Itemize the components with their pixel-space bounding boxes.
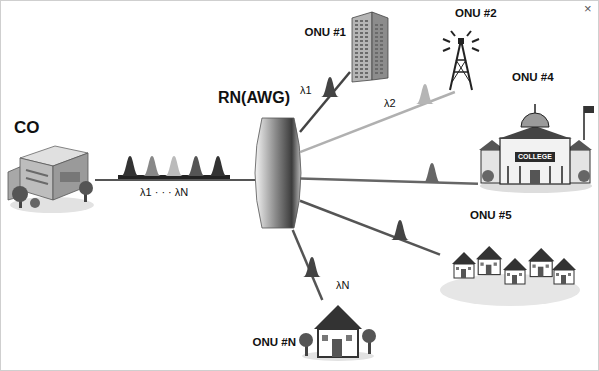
antenna-tower-icon-part <box>454 71 468 73</box>
houses-icon-part <box>452 252 476 278</box>
office-tower-icon-part <box>372 12 388 80</box>
node-label: ONU #4 <box>512 71 554 84</box>
house-icon <box>299 305 376 361</box>
college-icon <box>479 104 594 193</box>
houses-icon-part <box>476 246 502 275</box>
antenna-tower-icon-part <box>458 38 464 44</box>
fiber-link <box>300 178 478 183</box>
fiber-link <box>95 179 255 181</box>
antenna-tower-icon-part <box>456 59 466 61</box>
antenna-tower-icon-part <box>472 48 479 51</box>
antenna-tower-icon-part <box>467 31 471 36</box>
node-label: ONU #5 <box>470 209 512 222</box>
onu-site: ONU #5 <box>440 235 580 305</box>
central-office: CO <box>5 140 95 215</box>
fiber-link <box>300 72 350 132</box>
antenna-tower-icon-part <box>443 48 450 51</box>
wavelength-pulses-part <box>165 156 183 176</box>
college-icon-part <box>482 170 494 182</box>
central-office-icon-part <box>60 172 80 182</box>
college-icon-part <box>507 166 509 184</box>
central-office-icon <box>8 146 94 213</box>
onu-site: ONU #2 <box>440 32 482 92</box>
college-icon-part <box>568 150 590 183</box>
antenna-tower-icon-part <box>472 39 479 42</box>
office-tower-icon <box>352 12 388 82</box>
wavelength-pulses-part <box>416 84 434 104</box>
college-icon-part <box>584 106 594 113</box>
wavelength-pulses-part <box>391 220 409 240</box>
close-mark: × <box>584 2 592 17</box>
onu-site: ONU #1 <box>350 10 390 82</box>
houses-icon-part <box>503 258 527 284</box>
antenna-tower-icon <box>443 31 479 90</box>
antenna-tower-icon-part <box>443 39 450 42</box>
college-icon-part <box>534 104 536 113</box>
node-label: RN(AWG) <box>218 89 290 107</box>
college-icon-part <box>521 113 549 127</box>
central-office-icon-part <box>30 198 40 208</box>
node-label: ONU #1 <box>304 26 346 39</box>
node-label: ONU #2 <box>455 7 497 20</box>
office-tower-icon-part <box>375 22 385 76</box>
college-icon-part <box>498 126 572 139</box>
house-icon-part <box>314 305 362 357</box>
college-icon-part <box>519 166 521 184</box>
wavelength-pulses-part <box>143 156 161 176</box>
wavelength-label: λN <box>336 279 349 292</box>
node-label: ONU #N <box>253 336 296 349</box>
fiber-link <box>293 230 323 300</box>
wavelength-pulses-part <box>121 156 139 176</box>
college-icon-part <box>500 138 570 184</box>
college-icon-part <box>561 166 563 184</box>
onu-site: ONU #N <box>300 300 375 360</box>
wavelength-label: λ2 <box>384 97 396 110</box>
wavelength-pulses-part <box>321 77 339 97</box>
node-label: CO <box>14 118 40 138</box>
remote-node: RN(AWG) <box>255 115 300 230</box>
house-icon-part <box>299 333 313 347</box>
central-office-icon-part <box>26 170 48 176</box>
college-icon-part <box>530 170 540 184</box>
awg-demultiplexer <box>255 118 301 228</box>
college-icon-part <box>549 166 551 184</box>
antenna-tower-icon-part <box>452 60 466 82</box>
houses-icon-part <box>552 258 576 284</box>
awg-demultiplexer-part <box>255 118 301 228</box>
office-tower-icon-part <box>352 12 372 82</box>
fiber-link <box>300 201 440 255</box>
house-icon-part <box>362 329 376 343</box>
fiber-link <box>300 92 455 152</box>
wavelength-label: λ1 · · · λN <box>140 186 188 199</box>
onu-site: ONU #4 <box>478 100 592 192</box>
central-office-icon-part <box>26 178 48 184</box>
houses-icon <box>440 246 580 306</box>
antenna-tower-icon-part <box>456 60 470 82</box>
houses-icon-part <box>528 248 554 277</box>
wavelength-pulses-part <box>209 156 227 176</box>
wavelength-pulses-part <box>303 257 321 277</box>
wavelength-pulses-part <box>187 156 205 176</box>
office-tower-icon-part <box>355 20 369 78</box>
college-icon-part <box>578 170 590 182</box>
central-office-icon-part <box>12 186 28 202</box>
wavelength-pulses-part <box>423 163 441 183</box>
antenna-tower-icon-part <box>451 31 455 36</box>
central-office-icon-part <box>79 181 93 195</box>
wavelength-label: λ1 <box>300 84 312 97</box>
sign-text: COLLEGE <box>515 152 555 162</box>
